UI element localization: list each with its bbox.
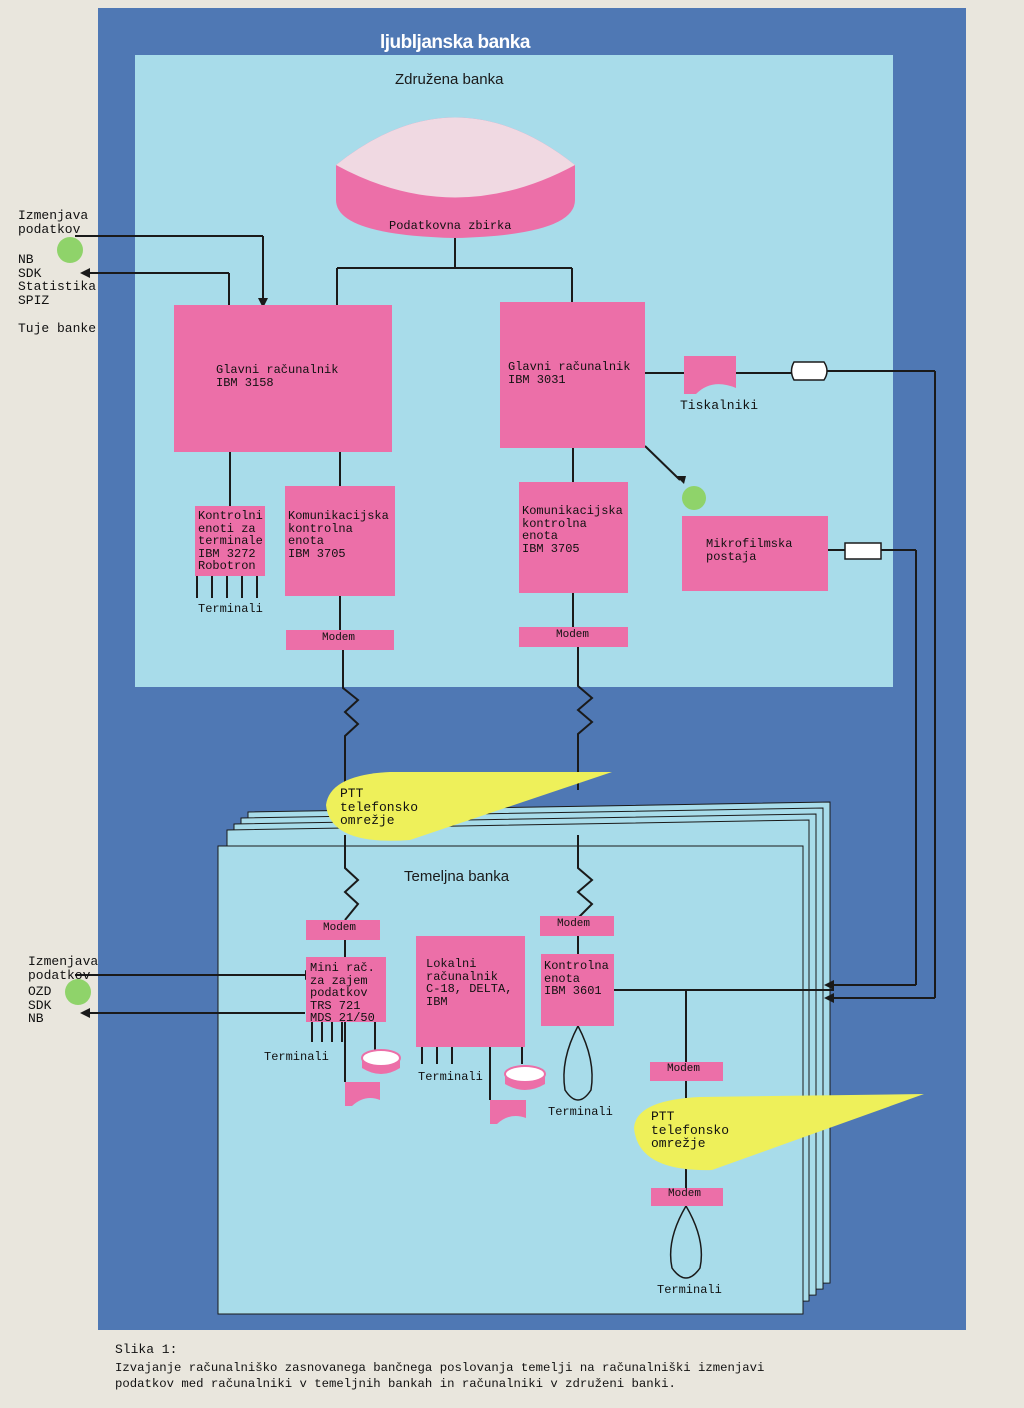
terminals-label-b: Terminali [418, 1070, 483, 1084]
terminal-balloon-1 [563, 1024, 593, 1101]
mini-computer-label: Mini rač. za zajem podatkov TRS 721 MDS … [310, 961, 375, 1026]
external-exchange-top: Izmenjava podatkov [18, 208, 89, 237]
modem-zdruzena-1 [286, 630, 394, 650]
modem-d-label: Modem [668, 1188, 702, 1200]
figure-caption-label: Slika 1: [115, 1342, 178, 1357]
terminal-balloon-2 [669, 1204, 703, 1279]
external-foreign-banks: Tuje banke [18, 321, 97, 336]
ptt-network-2-label: PTT telefonsko omrežje [651, 1109, 730, 1152]
terminals-label-c: Terminali [548, 1105, 613, 1119]
microfilm-label: Mikrofilmska postaja [706, 537, 793, 564]
green-dot-bottom [65, 979, 91, 1005]
modem-a-label: Modem [323, 922, 357, 934]
control-unit-ibm-3601 [541, 954, 614, 1026]
control-unit-label: Kontrolna enota IBM 3601 [544, 959, 609, 999]
main-computer-ibm-3158 [174, 305, 392, 452]
mini-computer [306, 957, 386, 1022]
comm-control-1-label: Komunikacijska kontrolna enota IBM 3705 [288, 509, 389, 561]
bank-title: ljubljanska banka [380, 32, 530, 53]
temeljna-banka-title: Temeljna banka [404, 868, 510, 885]
modem-zdruzena-2 [519, 627, 628, 647]
comm-control-unit-2 [519, 482, 628, 593]
terminals-label-d: Terminali [657, 1283, 722, 1297]
green-dot-mid [682, 486, 706, 510]
ptt-network-1-label: PTT telefonsko omrežje [340, 786, 419, 829]
printers-label: Tiskalniki [680, 398, 759, 413]
local-computer-label: Lokalni računalnik C-18, DELTA, IBM [426, 957, 513, 1009]
main-computer-ibm-3031 [500, 302, 645, 448]
modem-temeljna-b [540, 916, 614, 936]
connector-mid [844, 542, 882, 560]
comm-control-unit-1 [285, 486, 395, 596]
green-dot-top [57, 237, 83, 263]
terminals-label-1: Terminali [198, 602, 263, 616]
terminals-label-a: Terminali [264, 1050, 329, 1064]
figure-caption-text: Izvajanje računalniško zasnovanega bančn… [115, 1361, 765, 1391]
modem-2-label: Modem [556, 629, 590, 641]
terminal-control-units [195, 506, 265, 576]
ptt-cloud-1 [326, 772, 612, 841]
modem-1-label: Modem [322, 632, 356, 644]
modem-temeljna-a [306, 920, 380, 940]
local-computer [416, 936, 525, 1047]
external-exchange-bottom: Izmenjava podatkov [28, 954, 99, 983]
main-computer-2-label: Glavni računalnik IBM 3031 [508, 360, 631, 387]
external-list-top: NB SDK Statistika SPIZ [18, 252, 97, 308]
external-list-bottom: OZD SDK NB [28, 984, 52, 1027]
connector-top [790, 361, 828, 381]
database-label: Podatkovna zbirka [389, 219, 512, 233]
terminal-control-label: Kontrolni enoti za terminale IBM 3272 Ro… [198, 509, 263, 574]
modem-b-label: Modem [557, 918, 591, 930]
modem-c-label: Modem [667, 1063, 701, 1075]
modem-temeljna-c [650, 1062, 723, 1081]
zdruzena-banka-title: Združena banka [395, 71, 504, 88]
main-computer-1-label: Glavni računalnik IBM 3158 [216, 363, 339, 390]
database-top [336, 117, 575, 198]
printer-shape [684, 356, 736, 394]
microfilm-station [682, 516, 828, 591]
ptt-cloud-2 [634, 1094, 924, 1171]
modem-temeljna-d [651, 1188, 723, 1206]
comm-control-2-label: Komunikacijska kontrolna enota IBM 3705 [522, 504, 623, 556]
disk-shapes [345, 1049, 546, 1124]
